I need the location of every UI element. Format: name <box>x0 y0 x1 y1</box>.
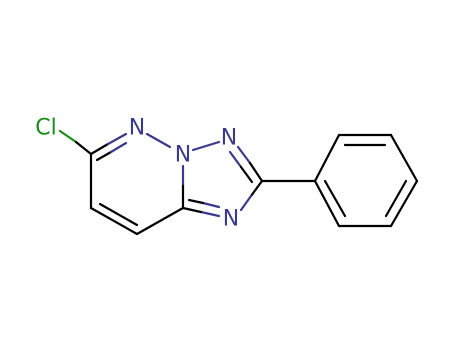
bond-n3-c8a-inner-c <box>187 198 205 205</box>
bond-c6-n5-n-half <box>106 132 128 146</box>
bond-ph-inner-b <box>384 179 408 218</box>
atom-label-n5: N <box>129 116 145 141</box>
bond-c6-n5-c-half <box>89 142 110 156</box>
bond-c2-n3-n-half <box>239 194 253 212</box>
bond-n1-c2-c-half <box>248 161 264 183</box>
bond-n1-c2-inner-c <box>239 165 254 184</box>
bond-c8-c8a <box>135 206 185 236</box>
atom-label-cl: Cl <box>35 116 56 141</box>
bond-n5-n4 <box>145 132 172 149</box>
bond-ph-4 <box>389 179 419 228</box>
bond-c6-n5-inner-n <box>109 141 128 154</box>
bond-ph-3 <box>389 133 419 183</box>
atom-label-n4: N <box>175 143 191 168</box>
bond-ph-inner-c <box>323 179 347 218</box>
atom-label-n1: N <box>221 126 237 151</box>
bond-c7-c8-inner <box>98 202 139 227</box>
bond-n3-c8a-inner-n <box>201 201 221 209</box>
bond-c6-n5-inner-c <box>95 150 113 162</box>
atom-label-n3: N <box>223 207 239 232</box>
bond-n3-c8a-n-half <box>199 210 221 218</box>
atom-labels: Cl N N N N <box>35 116 239 232</box>
bonds <box>58 129 419 236</box>
bond-n1-c2-n-half <box>236 145 252 165</box>
bond-ph-1 <box>313 133 341 183</box>
bond-cl-c6-c-half <box>74 140 93 156</box>
bond-n1-c2-inner-n <box>228 150 243 169</box>
bond-c7-c8 <box>89 206 139 236</box>
bond-cl-c6-cl-half <box>58 129 78 144</box>
bond-n3-c8a-c-half <box>181 206 203 214</box>
bond-c2-n3-c-half <box>249 179 264 198</box>
bond-ph-6 <box>313 179 341 228</box>
bond-n4-n1 <box>191 140 221 152</box>
